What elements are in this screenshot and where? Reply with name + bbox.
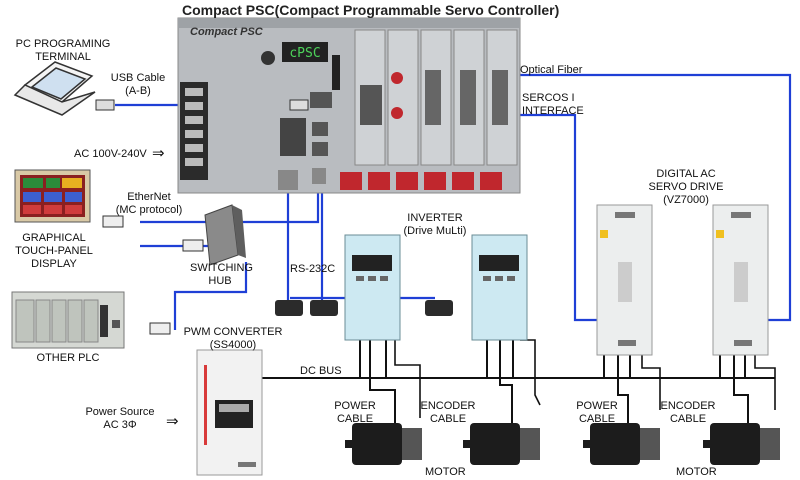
antenna	[332, 55, 340, 90]
pwm-converter[interactable]	[196, 349, 263, 476]
rj45-plug-icon	[102, 215, 204, 335]
optical-port-2	[391, 107, 403, 119]
ethernet-line	[140, 185, 320, 224]
ethernet-label: EtherNet(MC protocol)	[115, 191, 183, 216]
controller-brand: Compact PSC	[190, 26, 264, 38]
dc-bus-label: DC BUS	[300, 365, 342, 377]
lan-port-2	[312, 142, 328, 156]
usb-cable-label: USB Cable(A-B)	[110, 72, 166, 97]
motor-icon	[345, 423, 760, 465]
lan-port-1	[312, 122, 328, 136]
compact-psc-controller[interactable]: Compact PSC cPSC	[177, 17, 521, 194]
arrow-icon: ⇒	[166, 413, 179, 430]
serial-port	[280, 118, 306, 156]
inverter-label: INVERTER(Drive MuLti)	[403, 212, 467, 237]
optical-port-1	[391, 72, 403, 84]
rs232c-label: RS-232C	[290, 263, 336, 275]
motor-label-1: MOTOR	[425, 466, 466, 478]
usb-plug-icon	[95, 99, 309, 111]
arrow-icon: ⇒	[152, 145, 165, 162]
usb-port	[310, 92, 332, 108]
plc-ethernet-line	[173, 262, 248, 330]
controller-display	[282, 42, 328, 62]
svg-text:cPSC: cPSC	[289, 46, 320, 61]
other-plc-label: OTHER PLC	[36, 352, 100, 364]
motor-label-2: MOTOR	[676, 466, 717, 478]
inverter-unit-2[interactable]	[471, 234, 528, 341]
controller-knob	[261, 51, 275, 65]
diagram-title: Compact PSC(Compact Programmable Servo C…	[182, 2, 560, 18]
optical-fiber-label: Optical Fiber	[520, 64, 583, 76]
pwm-converter-label: PWM CONVERTER(SS4000)	[183, 326, 283, 351]
touch-panel-icon	[14, 169, 91, 223]
plc-icon	[11, 291, 125, 349]
hub-icon	[204, 204, 246, 266]
inverter-unit-1[interactable]	[344, 234, 401, 341]
ac-input-label: AC 100V-240V	[74, 148, 147, 160]
servo-drive-2[interactable]	[712, 204, 769, 356]
rs232c-adapters	[275, 300, 453, 316]
laptop-icon	[13, 61, 96, 116]
servo-drive-1[interactable]	[596, 204, 653, 356]
power-lines	[260, 339, 776, 425]
